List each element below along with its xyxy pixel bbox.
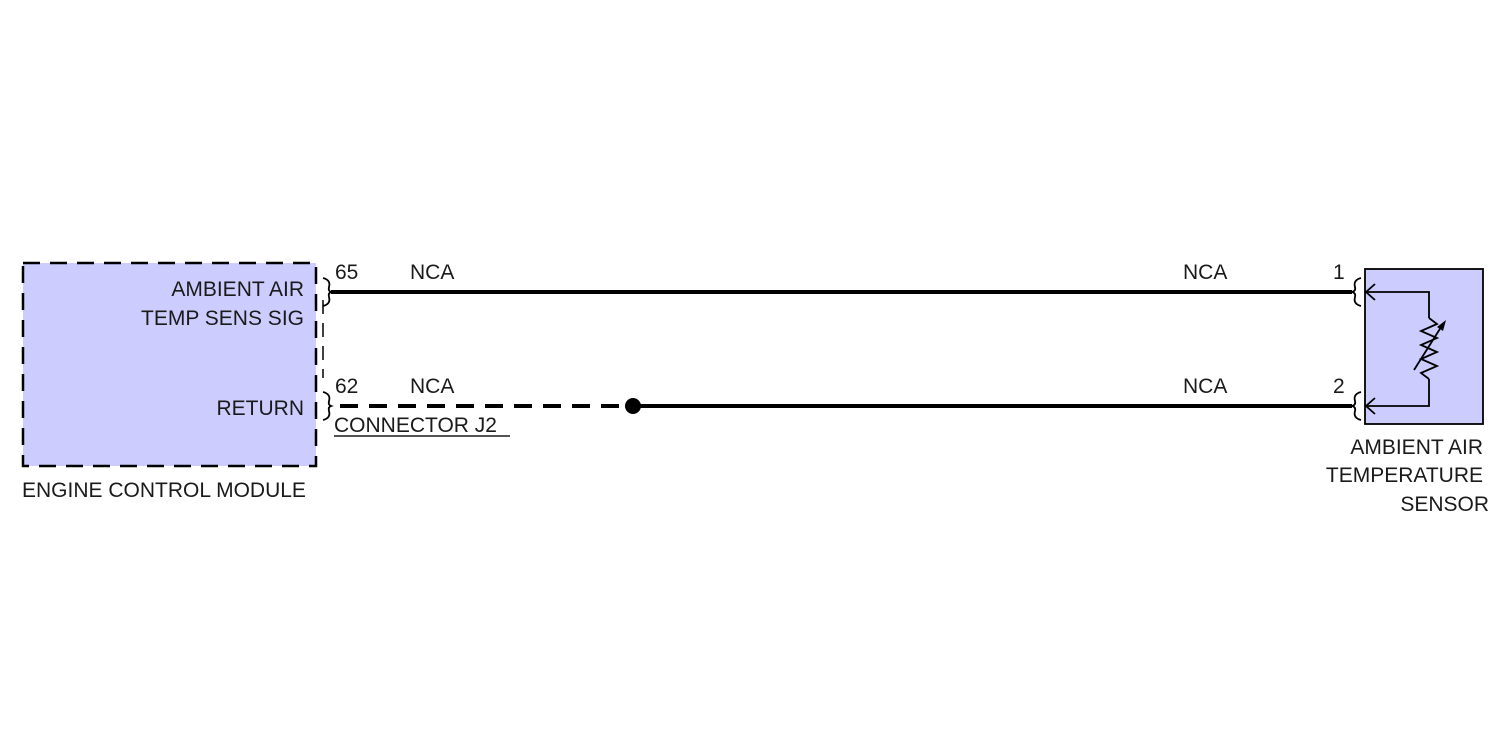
sensor-terminal-2 — [1351, 391, 1362, 421]
sensor-pin-number-2: 2 — [1333, 375, 1345, 398]
ecm-terminal-62 — [322, 391, 334, 421]
sensor-name-line3: SENSOR — [1400, 493, 1489, 516]
ecm-pin-label-signal-line1: AMBIENT AIR — [171, 278, 304, 301]
ecm-pin-number-65: 65 — [335, 261, 358, 284]
connector-j2-label: CONNECTOR J2 — [334, 414, 497, 437]
sensor-terminal-1 — [1351, 277, 1362, 307]
wire-code-signal-sensor-side: NCA — [1183, 261, 1227, 284]
variable-resistor-icon — [1366, 291, 1446, 407]
ecm-pin-number-62: 62 — [335, 375, 358, 398]
ecm-pin-label-signal-line2: TEMP SENS SIG — [141, 307, 304, 330]
wire-code-return-ecm-side: NCA — [410, 375, 454, 398]
ecm-module-name: ENGINE CONTROL MODULE — [22, 479, 306, 502]
ecm-module-box — [21, 261, 318, 468]
sensor-name-line1: AMBIENT AIR — [1350, 436, 1483, 459]
sensor-pin-number-1: 1 — [1333, 261, 1345, 284]
ecm-pin-label-return: RETURN — [217, 397, 305, 420]
splice-dot — [625, 398, 641, 414]
wire-code-signal-ecm-side: NCA — [410, 261, 454, 284]
sensor-name-line2: TEMPERATURE — [1326, 464, 1483, 487]
wire-code-return-sensor-side: NCA — [1183, 375, 1227, 398]
ecm-terminal-65 — [322, 277, 334, 307]
